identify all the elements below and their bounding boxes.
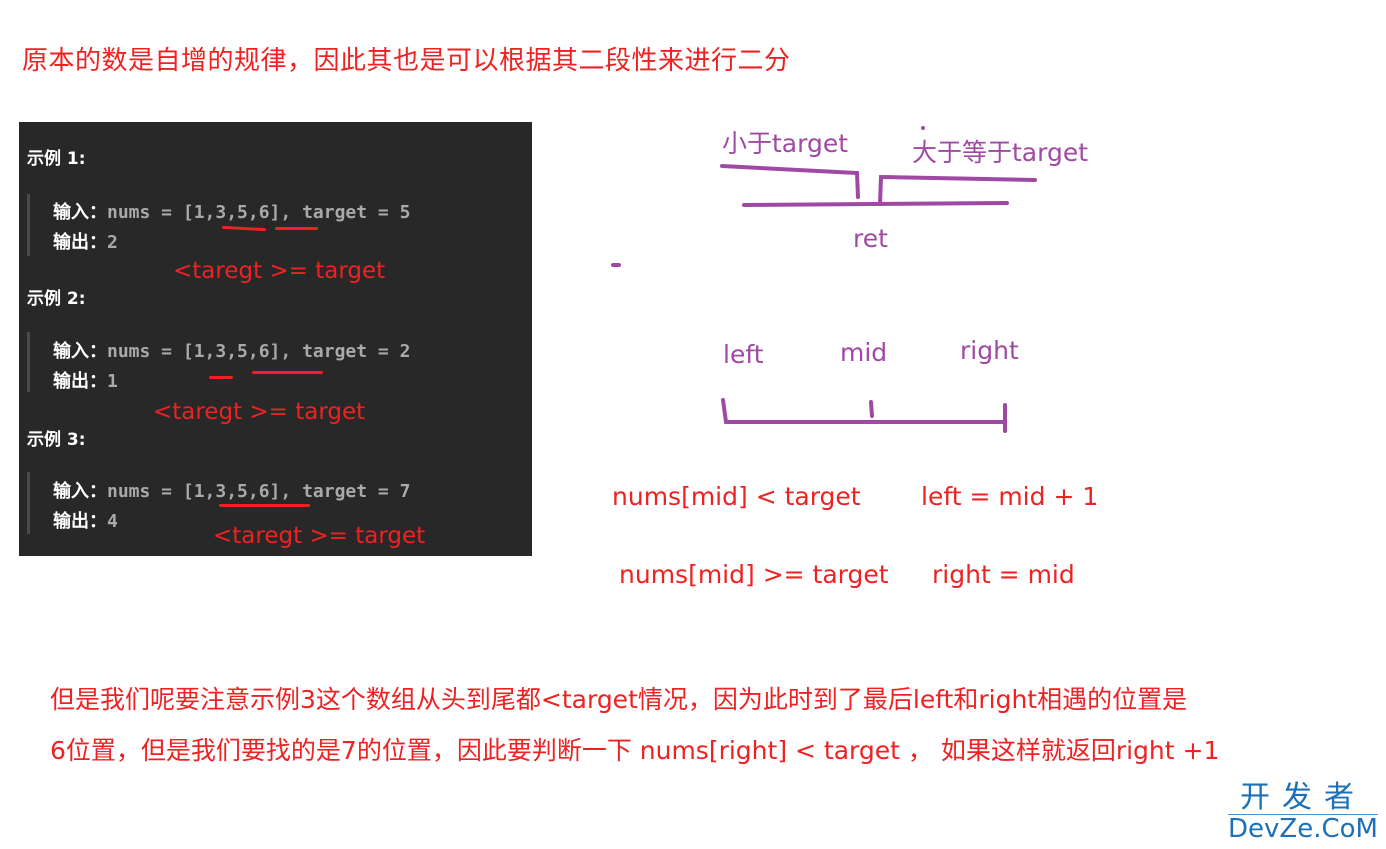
example-3-title: 示例 3: bbox=[27, 430, 86, 450]
output-value: 4 bbox=[107, 511, 118, 532]
output-label: 输出： bbox=[53, 371, 107, 392]
example-1-annotation: <taregt >= target bbox=[173, 258, 386, 284]
underline-less bbox=[209, 376, 233, 379]
explanation-line-2: 6位置，但是我们要找的是7的位置，因此要判断一下 nums[right] < t… bbox=[50, 736, 1220, 765]
input-value: nums = [1,3,5,6], target = 5 bbox=[107, 202, 411, 223]
action-right-update: right = mid bbox=[932, 560, 1075, 589]
example-3-output: 输出：4 bbox=[53, 507, 118, 533]
underline-ge bbox=[252, 371, 323, 374]
output-label: 输出： bbox=[53, 511, 107, 532]
example-2-output: 输出：1 bbox=[53, 367, 118, 393]
watermark-logo: 开发者 DevZe.CoM bbox=[1228, 782, 1378, 843]
input-value: nums = [1,3,5,6], target = 7 bbox=[107, 481, 411, 502]
underline-less bbox=[221, 225, 267, 232]
underline-ge bbox=[275, 227, 318, 230]
examples-panel: 示例 1: 输入：nums = [1,3,5,6], target = 5 输出… bbox=[19, 122, 532, 556]
explanation-line-1: 但是我们呢要注意示例3这个数组从头到尾都<target情况，因为此时到了最后le… bbox=[50, 685, 1188, 714]
input-label: 输入： bbox=[53, 202, 107, 223]
example-2-input: 输入：nums = [1,3,5,6], target = 2 bbox=[53, 337, 410, 363]
left-label: left bbox=[723, 340, 764, 369]
condition-less: nums[mid] < target bbox=[612, 482, 861, 511]
output-value: 2 bbox=[107, 232, 118, 253]
output-value: 1 bbox=[107, 371, 118, 392]
example-3-quote-bar bbox=[27, 472, 30, 534]
example-1-title: 示例 1: bbox=[27, 149, 86, 169]
ret-label: ret bbox=[853, 224, 888, 253]
example-1-output: 输出：2 bbox=[53, 228, 118, 254]
split-bracket-diagram bbox=[720, 126, 1037, 207]
output-label: 输出： bbox=[53, 232, 107, 253]
watermark-cn: 开发者 bbox=[1239, 780, 1366, 815]
example-2-quote-bar bbox=[27, 332, 30, 392]
stray-mark bbox=[611, 263, 621, 267]
action-left-update: left = mid + 1 bbox=[921, 482, 1099, 511]
condition-greater-equal: nums[mid] >= target bbox=[619, 560, 889, 589]
mid-label: mid bbox=[840, 338, 888, 367]
example-3-annotation: <taregt >= target bbox=[213, 523, 426, 549]
input-label: 输入： bbox=[53, 341, 107, 362]
example-3-input: 输入：nums = [1,3,5,6], target = 7 bbox=[53, 477, 410, 503]
right-label: right bbox=[960, 336, 1019, 365]
watermark-en: DevZe.CoM bbox=[1228, 814, 1378, 844]
range-bracket-diagram bbox=[721, 398, 1007, 433]
underline-less bbox=[219, 504, 310, 507]
headline: 原本的数是自增的规律，因此其也是可以根据其二段性来进行二分 bbox=[22, 46, 791, 76]
greater-equal-target-label: 大于等于target bbox=[912, 138, 1089, 167]
example-1-quote-bar bbox=[27, 194, 30, 256]
example-2-annotation: <taregt >= target bbox=[153, 399, 366, 425]
input-value: nums = [1,3,5,6], target = 2 bbox=[107, 341, 411, 362]
less-than-target-label: 小于target bbox=[722, 129, 849, 158]
example-2-title: 示例 2: bbox=[27, 289, 86, 309]
input-label: 输入： bbox=[53, 481, 107, 502]
example-1-input: 输入：nums = [1,3,5,6], target = 5 bbox=[53, 198, 410, 224]
